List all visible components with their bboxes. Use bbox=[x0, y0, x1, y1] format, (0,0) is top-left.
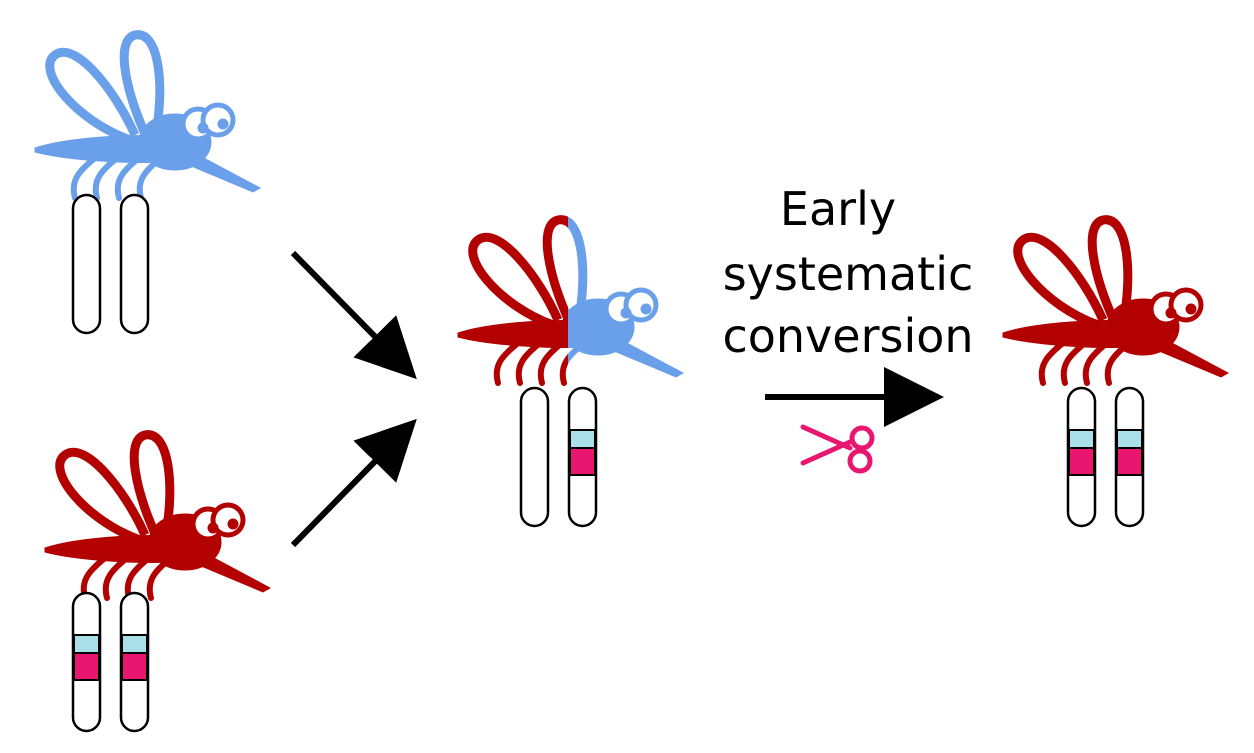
chromosome-icon bbox=[71, 193, 102, 335]
label-line-2: systematic bbox=[723, 247, 974, 301]
chromosome-icon bbox=[71, 591, 102, 733]
label-line-1: Early bbox=[780, 182, 896, 236]
converted-mosquito-icon bbox=[1003, 220, 1228, 383]
scissors-icon bbox=[800, 424, 875, 474]
hybrid-chromosome-pair bbox=[519, 386, 598, 528]
converted-chromosome-pair bbox=[1066, 386, 1145, 528]
wild-chromosome-pair bbox=[71, 193, 150, 335]
chromosome-icon bbox=[119, 193, 150, 335]
arrow-icon bbox=[290, 418, 417, 548]
chromosome-icon bbox=[1114, 386, 1145, 528]
chromosome-icon bbox=[519, 386, 550, 528]
chromosome-icon bbox=[1066, 386, 1097, 528]
drive-mosquito-icon bbox=[45, 435, 270, 598]
hybrid-mosquito-icon bbox=[458, 220, 683, 383]
chromosome-icon bbox=[567, 386, 598, 528]
conversion-label: Early systematic conversion bbox=[722, 182, 973, 363]
drive-chromosome-pair bbox=[71, 591, 150, 733]
wild-mosquito-icon bbox=[35, 35, 260, 198]
chromosome-icon bbox=[119, 591, 150, 733]
label-line-3: conversion bbox=[722, 309, 973, 363]
arrow-icon bbox=[290, 250, 417, 380]
